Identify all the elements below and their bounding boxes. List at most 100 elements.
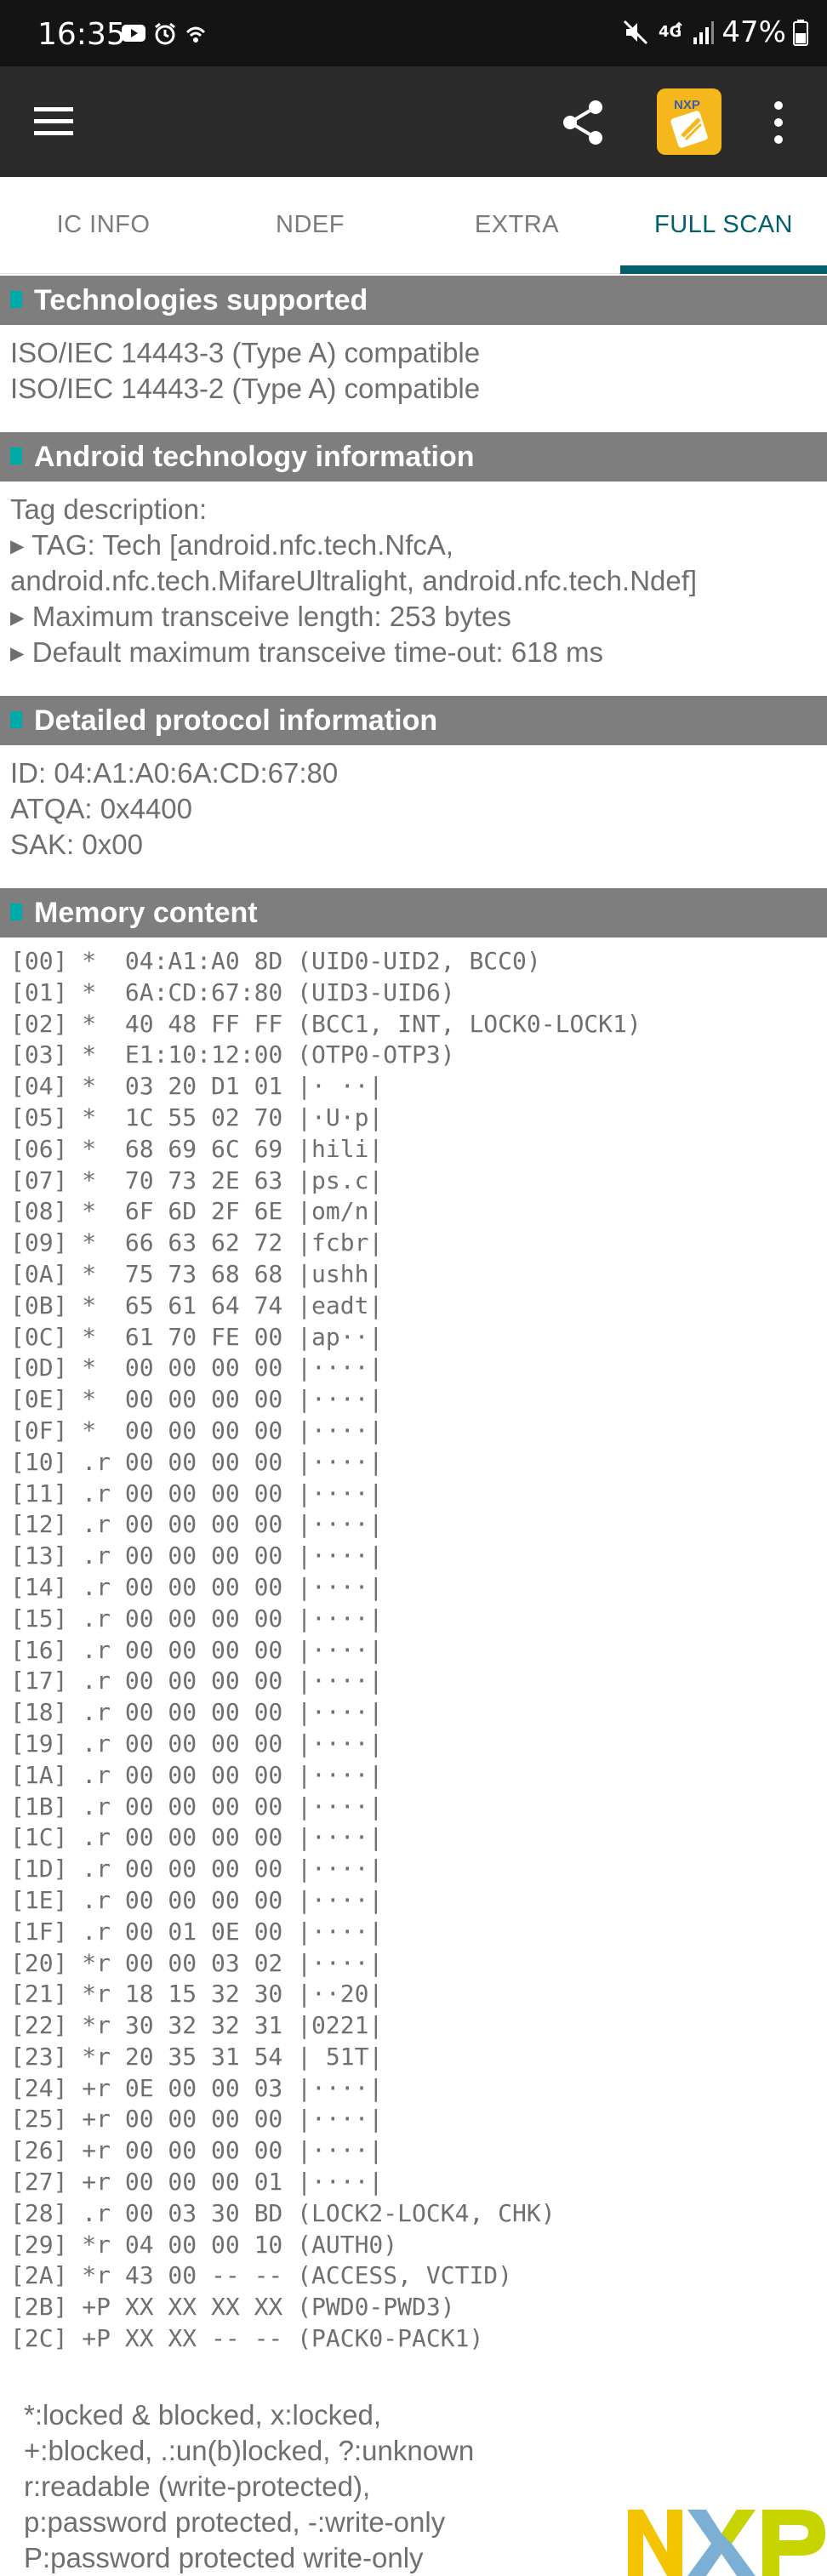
- memory-line: [2A] *r 43 00 -- -- (ACCESS, VCTID): [10, 2261, 513, 2290]
- memory-line: [11] .r 00 00 00 00 |····|: [10, 1479, 384, 1507]
- tab-extra[interactable]: EXTRA: [474, 211, 560, 238]
- wifi-call-icon: [185, 26, 206, 43]
- memory-line: [1F] .r 00 01 0E 00 |····|: [10, 1917, 384, 1946]
- svg-text:NXP: NXP: [674, 98, 700, 112]
- memory-line: [1A] .r 00 00 00 00 |····|: [10, 1760, 384, 1789]
- text-line: ▸ Maximum transceive length: 253 bytes: [10, 601, 511, 632]
- memory-line: [17] .r 00 00 00 00 |····|: [10, 1667, 384, 1695]
- status-icons-right: 4G 47%: [621, 15, 808, 49]
- tab-ndef[interactable]: NDEF: [276, 211, 345, 238]
- tab-bar: IC INFO NDEF EXTRA FULL SCAN: [0, 177, 827, 274]
- signal-icon: [693, 21, 715, 44]
- memory-line: [0E] * 00 00 00 00 |····|: [10, 1385, 384, 1414]
- text-line: android.nfc.tech.MifareUltralight, andro…: [10, 565, 698, 596]
- legend-line: r:readable (write-protected),: [24, 2471, 371, 2502]
- memory-line: [14] .r 00 00 00 00 |····|: [10, 1572, 384, 1601]
- menu-icon[interactable]: [32, 102, 77, 141]
- memory-line: [19] .r 00 00 00 00 |····|: [10, 1729, 384, 1758]
- mute-icon: [624, 20, 648, 45]
- memory-line: [2C] +P XX XX -- -- (PACK0-PACK1): [10, 2324, 484, 2353]
- text-line: Tag description:: [10, 493, 208, 525]
- legend-line: P:password protected write-only: [24, 2542, 424, 2573]
- technologies-content: ISO/IEC 14443-3 (Type A) compatible ISO/…: [10, 335, 818, 407]
- memory-line: [15] .r 00 00 00 00 |····|: [10, 1604, 384, 1633]
- battery-icon: [793, 20, 808, 46]
- section-marker: [10, 291, 22, 308]
- android-content: Tag description: ▸ TAG: Tech [android.nf…: [10, 492, 818, 670]
- memory-line: [29] *r 04 00 00 10 (AUTH0): [10, 2230, 398, 2259]
- status-time: 16:35: [37, 17, 126, 52]
- memory-line: [18] .r 00 00 00 00 |····|: [10, 1698, 384, 1727]
- memory-line: [24] +r 0E 00 00 03 |····|: [10, 2073, 384, 2102]
- memory-dump: [00] * 04:A1:A0 8D (UID0-UID2, BCC0)[01]…: [10, 946, 818, 2355]
- memory-line: [1E] .r 00 00 00 00 |····|: [10, 1885, 384, 1914]
- section-marker: [10, 447, 22, 464]
- memory-line: [12] .r 00 00 00 00 |····|: [10, 1510, 384, 1539]
- memory-line: [0A] * 75 73 68 68 |ushh|: [10, 1259, 384, 1288]
- memory-line: [08] * 6F 6D 2F 6E |om/n|: [10, 1197, 384, 1226]
- memory-line: [09] * 66 63 62 72 |fcbr|: [10, 1228, 384, 1257]
- memory-line: [26] +r 00 00 00 00 |····|: [10, 2136, 384, 2165]
- memory-line: [20] *r 00 00 03 02 |····|: [10, 1948, 384, 1977]
- text-line: ISO/IEC 14443-3 (Type A) compatible: [10, 337, 481, 368]
- section-header-android: Android technology information: [0, 432, 827, 482]
- memory-line: [0F] * 00 00 00 00 |····|: [10, 1416, 384, 1445]
- tab-ic-info[interactable]: IC INFO: [56, 211, 151, 238]
- section-title: Technologies supported: [34, 284, 368, 316]
- text-line: SAK: 0x00: [10, 829, 143, 860]
- section-header-protocol: Detailed protocol information: [0, 696, 827, 745]
- memory-line: [1C] .r 00 00 00 00 |····|: [10, 1823, 384, 1852]
- section-marker: [10, 711, 22, 728]
- memory-line: [13] .r 00 00 00 00 |····|: [10, 1542, 384, 1570]
- text-line: ISO/IEC 14443-2 (Type A) compatible: [10, 373, 481, 404]
- youtube-icon: [122, 25, 145, 42]
- legend-line: *:locked & blocked, x:locked,: [24, 2399, 382, 2431]
- section-header-technologies: Technologies supported: [0, 276, 827, 325]
- legend-line: +:blocked, .:un(b)locked, ?:unknown: [24, 2435, 475, 2466]
- memory-legend: *:locked & blocked, x:locked, +:blocked,…: [24, 2397, 619, 2576]
- memory-line: [0B] * 65 61 64 74 |eadt|: [10, 1291, 384, 1319]
- memory-line: [01] * 6A:CD:67:80 (UID3-UID6): [10, 977, 455, 1006]
- memory-line: [02] * 40 48 FF FF (BCC1, INT, LOCK0-LOC…: [10, 1009, 642, 1038]
- text-line: ID: 04:A1:A0:6A:CD:67:80: [10, 757, 339, 789]
- memory-line: [28] .r 00 03 30 BD (LOCK2-LOCK4, CHK): [10, 2198, 556, 2227]
- section-title: Detailed protocol information: [34, 704, 438, 737]
- alarm-icon: [155, 22, 175, 45]
- share-icon[interactable]: [562, 99, 606, 146]
- legend-line: p:password protected, -:write-only: [24, 2506, 446, 2538]
- memory-line: [27] +r 00 00 00 01 |····|: [10, 2168, 384, 2197]
- memory-line: [00] * 04:A1:A0 8D (UID0-UID2, BCC0): [10, 947, 541, 975]
- section-title: Memory content: [34, 897, 258, 929]
- memory-line: [22] *r 30 32 32 31 |0221|: [10, 2011, 384, 2040]
- nfc-tag-icon: NXP: [670, 98, 708, 148]
- status-icons-left: [121, 22, 208, 46]
- memory-line: [03] * E1:10:12:00 (OTP0-OTP3): [10, 1040, 455, 1069]
- text-line: ATQA: 0x4400: [10, 793, 193, 824]
- memory-line: [16] .r 00 00 00 00 |····|: [10, 1635, 384, 1664]
- memory-line: [10] .r 00 00 00 00 |····|: [10, 1447, 384, 1476]
- memory-line: [0D] * 00 00 00 00 |····|: [10, 1354, 384, 1382]
- memory-line: [23] *r 20 35 31 54 | 51T|: [10, 2042, 384, 2071]
- nxp-logo: [628, 2510, 825, 2576]
- section-title: Android technology information: [34, 441, 475, 473]
- memory-line: [1D] .r 00 00 00 00 |····|: [10, 1855, 384, 1884]
- memory-line: [05] * 1C 55 02 70 |·U·p|: [10, 1103, 384, 1131]
- memory-line: [2B] +P XX XX XX XX (PWD0-PWD3): [10, 2293, 455, 2322]
- protocol-content: ID: 04:A1:A0:6A:CD:67:80 ATQA: 0x4400 SA…: [10, 755, 818, 863]
- section-header-memory: Memory content: [0, 888, 827, 938]
- memory-line: [06] * 68 69 6C 69 |hili|: [10, 1134, 384, 1163]
- app-bar: NXP: [0, 66, 827, 177]
- nxp-app-logo[interactable]: NXP: [657, 88, 721, 155]
- memory-line: [07] * 70 73 2E 63 |ps.c|: [10, 1165, 384, 1194]
- section-marker: [10, 903, 22, 920]
- memory-line: [21] *r 18 15 32 30 |··20|: [10, 1980, 384, 2009]
- 4g-icon: 4G: [659, 21, 683, 41]
- tab-full-scan[interactable]: FULL SCAN: [620, 177, 827, 274]
- more-vertical-icon[interactable]: [770, 99, 787, 146]
- status-bar: 16:35 4G 47%: [0, 0, 827, 66]
- svg-text:4G: 4G: [659, 23, 682, 41]
- text-line: ▸ TAG: Tech [android.nfc.tech.NfcA,: [10, 529, 453, 561]
- battery-percent: 47%: [721, 15, 786, 49]
- memory-line: [04] * 03 20 D1 01 |· ··|: [10, 1072, 384, 1101]
- memory-line: [25] +r 00 00 00 00 |····|: [10, 2105, 384, 2134]
